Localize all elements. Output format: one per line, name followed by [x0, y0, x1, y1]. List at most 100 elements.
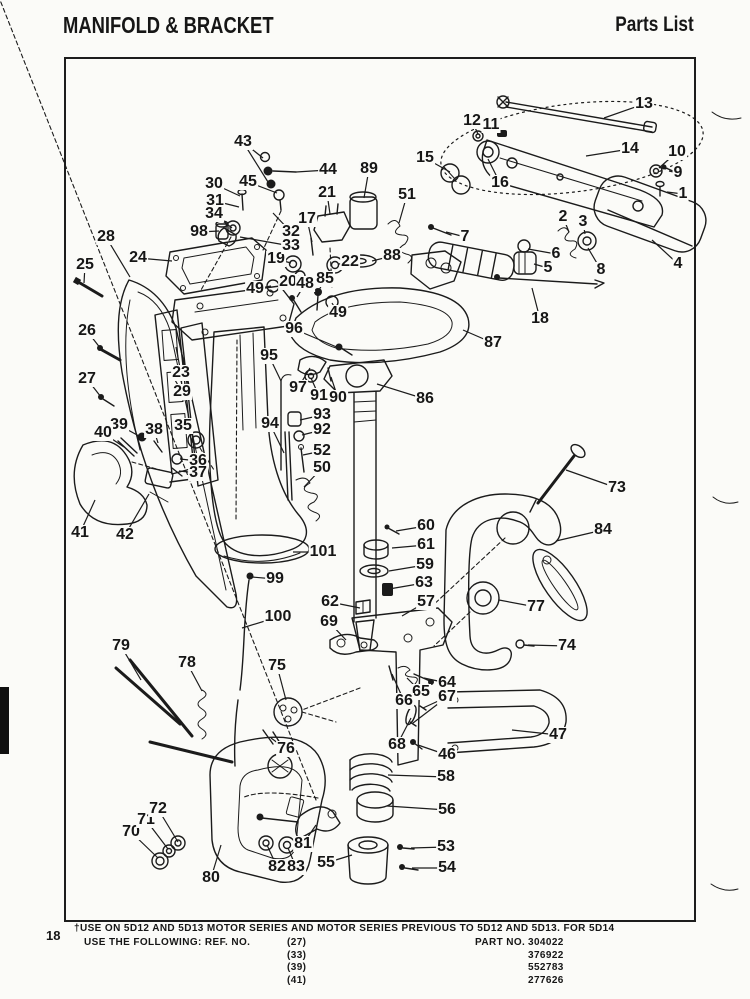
- callout-39: 39: [109, 416, 129, 433]
- callout-90: 90: [328, 389, 348, 406]
- callout-59: 59: [415, 556, 435, 573]
- callout-21: 21: [317, 184, 337, 201]
- callout-77: 77: [526, 598, 546, 615]
- callout-32: 32: [281, 223, 301, 240]
- callout-85: 85: [315, 270, 335, 287]
- callout-73: 73: [607, 479, 627, 496]
- callout-82: 82: [267, 858, 287, 875]
- callout-16: 16: [490, 174, 510, 191]
- callout-20: 20: [278, 273, 298, 290]
- callout-50: 50: [312, 459, 332, 476]
- callout-91: 91: [309, 387, 329, 404]
- callout-27: 27: [77, 370, 97, 387]
- callout-72: 72: [148, 800, 168, 817]
- footnote-part: 277626: [528, 975, 564, 986]
- page-title: MANIFOLD & BRACKET: [63, 12, 274, 38]
- callout-33: 33: [281, 237, 301, 254]
- footnote-intro: USE THE FOLLOWING: REF. NO.: [84, 937, 251, 948]
- callout-88: 88: [382, 247, 402, 264]
- callout-11: 11: [481, 116, 501, 133]
- callout-75: 75: [267, 657, 287, 674]
- footnote-part: 552783: [528, 962, 564, 973]
- callout-60: 60: [416, 517, 436, 534]
- callout-65: 65: [411, 683, 431, 700]
- callout-24: 24: [128, 249, 148, 266]
- footnote-ref: (39): [287, 962, 307, 973]
- diagram-frame: [64, 57, 696, 922]
- callout-68: 68: [387, 736, 407, 753]
- callout-30: 30: [204, 175, 224, 192]
- callout-53: 53: [436, 838, 456, 855]
- callout-34: 34: [204, 205, 224, 222]
- callout-17: 17: [297, 210, 317, 227]
- callout-9: 9: [672, 164, 684, 181]
- callout-44: 44: [318, 161, 338, 178]
- callout-99: 99: [265, 570, 285, 587]
- callout-6: 6: [550, 245, 562, 262]
- callout-49: 49: [328, 304, 348, 321]
- callout-95: 95: [259, 347, 279, 364]
- callout-3: 3: [577, 213, 589, 230]
- callout-47: 47: [548, 726, 568, 743]
- callout-62: 62: [320, 593, 340, 610]
- callout-66: 66: [394, 692, 414, 709]
- footnote-part: 304022: [528, 937, 564, 948]
- callout-97: 97: [288, 379, 308, 396]
- callout-45: 45: [238, 173, 258, 190]
- callout-28: 28: [96, 228, 116, 245]
- callout-80: 80: [201, 869, 221, 886]
- callout-69: 69: [319, 613, 339, 630]
- callout-31: 31: [205, 192, 225, 209]
- callout-74: 74: [557, 637, 577, 654]
- callout-15: 15: [415, 149, 435, 166]
- callout-83: 83: [286, 858, 306, 875]
- footnote-ref: (27): [287, 937, 307, 948]
- callout-25: 25: [75, 256, 95, 273]
- callout-12: 12: [462, 112, 482, 129]
- callout-84: 84: [593, 521, 613, 538]
- callout-8: 8: [595, 261, 607, 278]
- callout-52: 52: [312, 442, 332, 459]
- callout-51: 51: [397, 186, 417, 203]
- callout-2: 2: [557, 208, 569, 225]
- callout-81: 81: [293, 835, 313, 852]
- callout-46: 46: [437, 746, 457, 763]
- callout-13: 13: [634, 95, 654, 112]
- callout-49: 49: [245, 280, 265, 297]
- callout-26: 26: [77, 322, 97, 339]
- callout-96: 96: [284, 320, 304, 337]
- callout-54: 54: [437, 859, 457, 876]
- callout-61: 61: [416, 536, 436, 553]
- callout-5: 5: [542, 259, 554, 276]
- callout-67: 67: [437, 688, 457, 705]
- callout-92: 92: [312, 421, 332, 438]
- callout-4: 4: [672, 255, 684, 272]
- callout-38: 38: [144, 421, 164, 438]
- callout-41: 41: [70, 524, 90, 541]
- page-number: 18: [46, 928, 61, 943]
- callout-18: 18: [530, 310, 550, 327]
- callout-14: 14: [620, 140, 640, 157]
- callout-76: 76: [276, 740, 296, 757]
- callout-98: 98: [189, 223, 209, 240]
- callout-86: 86: [415, 390, 435, 407]
- callout-58: 58: [436, 768, 456, 785]
- callout-35: 35: [173, 417, 193, 434]
- footnote-ref: (41): [287, 975, 307, 986]
- callout-37: 37: [188, 464, 208, 481]
- callout-57: 57: [416, 593, 436, 610]
- callout-43: 43: [233, 133, 253, 150]
- callout-1: 1: [677, 185, 689, 202]
- callout-64: 64: [437, 674, 457, 691]
- footnote-part-no-label: PART NO.: [475, 937, 526, 948]
- callout-48: 48: [295, 275, 315, 292]
- callout-87: 87: [483, 334, 503, 351]
- callout-70: 70: [121, 823, 141, 840]
- callout-63: 63: [414, 574, 434, 591]
- callout-42: 42: [115, 526, 135, 543]
- callout-7: 7: [459, 228, 471, 245]
- callout-93: 93: [312, 406, 332, 423]
- callout-55: 55: [316, 854, 336, 871]
- callout-100: 100: [263, 608, 293, 625]
